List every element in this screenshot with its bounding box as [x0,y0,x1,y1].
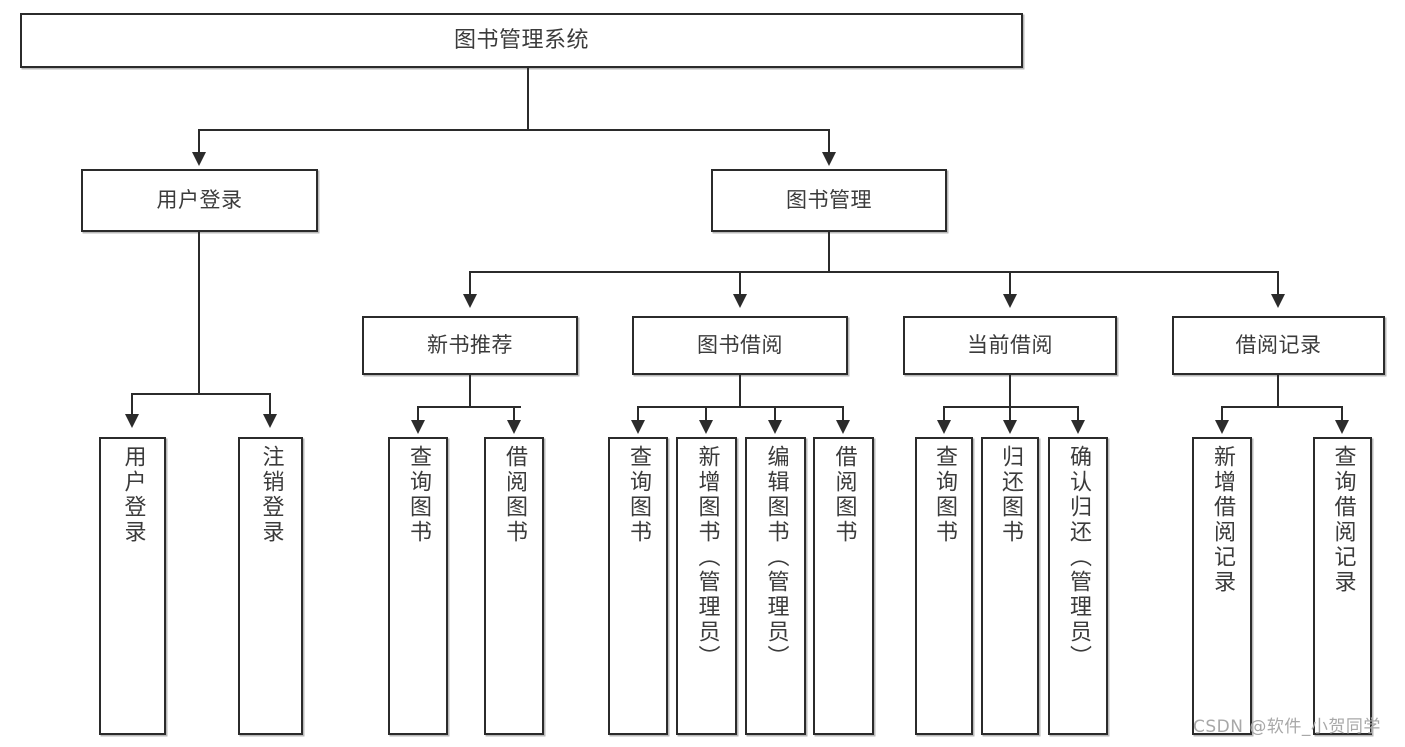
connector-borrow-record-branch-1 [1221,406,1223,421]
node-label: 图书管理 [786,188,872,213]
node-label: 当前借阅 [967,333,1053,358]
arrowhead-book-borrow-leaf-2 [699,420,713,434]
arrowhead-user-login-leaf-2 [263,414,277,428]
leaf-book-borrow-edit[interactable]: 编辑图书（管理员） [745,437,806,735]
arrowhead-current-borrow-leaf-2 [1003,420,1017,434]
node-borrow-record[interactable]: 借阅记录 [1172,316,1385,375]
leaf-borrow-record-query[interactable]: 查询借阅记录 [1313,437,1372,735]
node-label: 查询借阅记录 [1330,445,1356,595]
node-user-login[interactable]: 用户登录 [81,169,318,232]
arrowhead-borrow-record-leaf-1 [1215,420,1229,434]
connector-book-mgmt-bus [469,271,1279,273]
node-label: 借阅图书 [831,445,857,545]
connector-new-book-branch-2 [513,406,515,421]
leaf-current-borrow-query[interactable]: 查询图书 [915,437,973,735]
leaf-book-borrow-query[interactable]: 查询图书 [608,437,668,735]
connector-book-mgmt-branch-1 [469,271,471,295]
leaf-new-book-borrow[interactable]: 借阅图书 [484,437,544,735]
arrowhead-borrow-record-leaf-2 [1335,420,1349,434]
node-root-system[interactable]: 图书管理系统 [20,13,1023,68]
leaf-book-borrow-add[interactable]: 新增图书（管理员） [676,437,737,735]
connector-book-mgmt-branch-4 [1277,271,1279,295]
node-label: 借阅记录 [1235,333,1322,358]
leaf-current-borrow-return[interactable]: 归还图书 [981,437,1039,735]
arrowhead-book-borrow-leaf-4 [836,420,850,434]
connector-new-book-stem [469,375,471,407]
arrowhead-to-borrow-record [1271,294,1285,308]
node-label: 查询图书 [405,445,431,545]
node-label: 新增借阅记录 [1209,445,1235,595]
connector-borrow-record-branch-2 [1341,406,1343,421]
leaf-new-book-query[interactable]: 查询图书 [388,437,448,735]
leaf-borrow-record-add[interactable]: 新增借阅记录 [1192,437,1252,735]
connector-root-stem [527,68,529,130]
arrowhead-current-borrow-leaf-3 [1071,420,1085,434]
connector-user-login-branch-2 [269,393,271,415]
connector-borrow-record-bus [1221,406,1342,408]
arrowhead-user-login-leaf-1 [125,414,139,428]
node-label: 新书推荐 [427,333,513,358]
node-label: 借阅图书 [501,445,527,545]
node-label: 查询图书 [931,445,957,545]
connector-user-login-branch-1 [131,393,133,415]
node-label: 图书借阅 [697,333,783,358]
node-label: 图书管理系统 [453,27,589,53]
node-book-borrow[interactable]: 图书借阅 [632,316,848,375]
node-label: 查询图书 [625,445,651,545]
arrowhead-to-book-borrow [733,294,747,308]
connector-book-borrow-stem [739,375,741,407]
node-current-borrow[interactable]: 当前借阅 [903,316,1117,375]
arrowhead-to-new-book [463,294,477,308]
connector-book-mgmt-branch-3 [1009,271,1011,295]
connector-current-borrow-stem [1009,375,1011,407]
leaf-user-login-login[interactable]: 用户登录 [99,437,166,735]
connector-book-mgmt-stem [828,232,830,272]
connector-book-borrow-branch-2 [705,406,707,421]
arrowhead-current-borrow-leaf-1 [937,420,951,434]
connector-root-to-user-login [198,129,200,154]
node-label: 用户登录 [156,188,243,213]
connector-current-borrow-branch-2 [1009,406,1011,421]
connector-book-borrow-bus [637,406,844,408]
node-label: 新增图书（管理员） [694,445,720,670]
connector-user-login-stem [198,232,200,394]
connector-current-borrow-branch-3 [1077,406,1079,421]
arrowhead-to-user-login [192,152,206,166]
node-book-management[interactable]: 图书管理 [711,169,947,232]
node-label: 编辑图书（管理员） [763,445,789,670]
connector-current-borrow-branch-1 [943,406,945,421]
node-label: 归还图书 [997,445,1023,545]
connector-book-mgmt-branch-2 [739,271,741,295]
connector-book-borrow-branch-1 [637,406,639,421]
connector-book-borrow-branch-4 [842,406,844,421]
arrowhead-to-current-borrow [1003,294,1017,308]
connector-root-to-book-mgmt [828,129,830,154]
arrowhead-book-borrow-leaf-3 [768,420,782,434]
arrowhead-to-book-mgmt [822,152,836,166]
leaf-user-login-logout[interactable]: 注销登录 [238,437,303,735]
node-new-book-recommend[interactable]: 新书推荐 [362,316,578,375]
connector-new-book-branch-1 [417,406,419,421]
node-label: 注销登录 [258,445,284,545]
connector-root-bus [198,129,830,131]
connector-user-login-bus [131,393,270,395]
leaf-current-borrow-confirm-return[interactable]: 确认归还（管理员） [1048,437,1108,735]
connector-new-book-bus [417,406,521,408]
node-label: 用户登录 [120,445,146,545]
connector-borrow-record-stem [1277,375,1279,407]
leaf-book-borrow-borrow[interactable]: 借阅图书 [813,437,874,735]
arrowhead-new-book-leaf-2 [507,420,521,434]
arrowhead-new-book-leaf-1 [411,420,425,434]
arrowhead-book-borrow-leaf-1 [631,420,645,434]
node-label: 确认归还（管理员） [1065,445,1091,670]
connector-book-borrow-branch-3 [774,406,776,421]
